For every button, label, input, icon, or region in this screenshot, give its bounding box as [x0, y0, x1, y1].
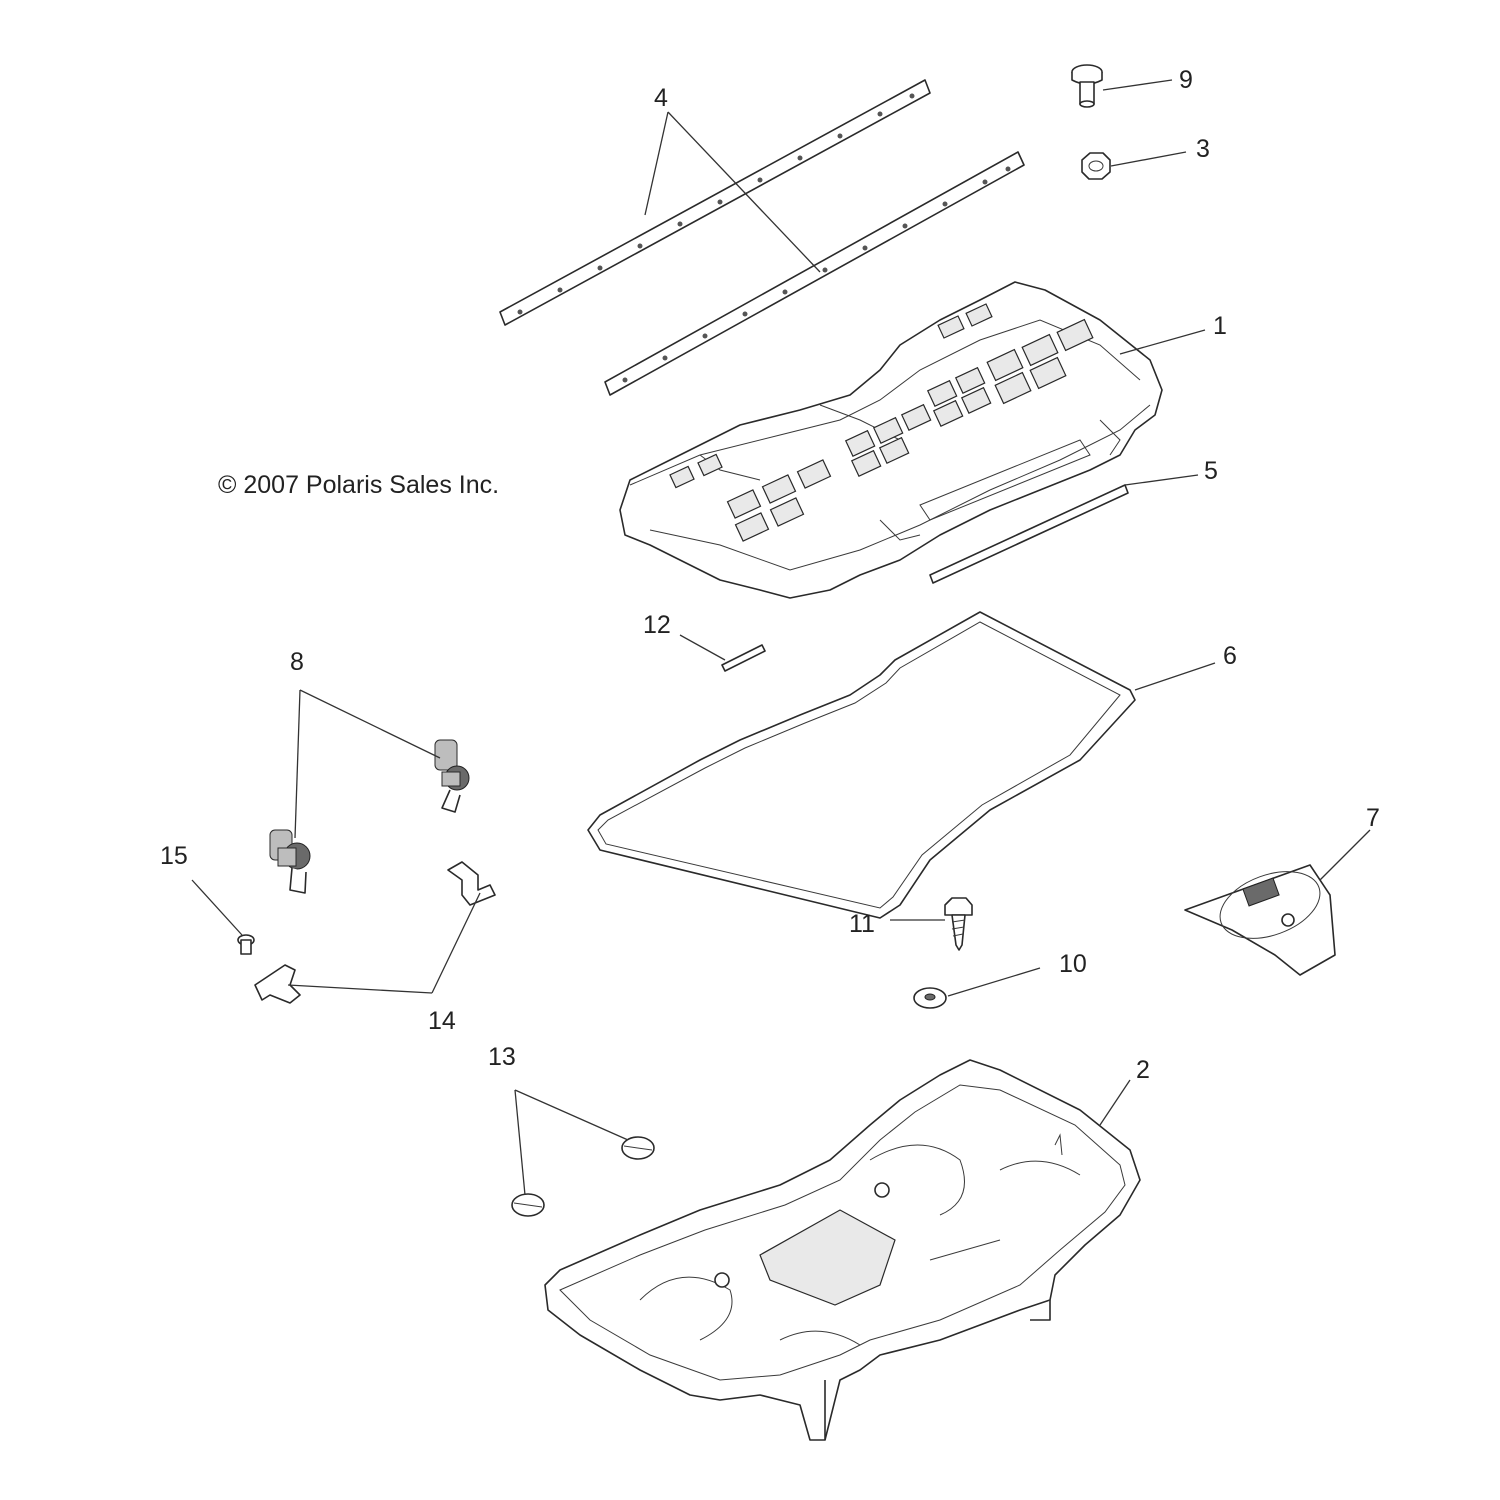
leader-3	[1110, 151, 1187, 167]
callout-6: 6	[1223, 642, 1237, 670]
leader-8a	[294, 689, 301, 839]
copyright-text: © 2007 Polaris Sales Inc.	[218, 471, 499, 499]
part-12-pin	[721, 644, 766, 672]
leader-1	[1119, 329, 1206, 355]
leader-6	[1134, 662, 1216, 691]
callout-7: 7	[1366, 804, 1380, 832]
leader-13b	[514, 1089, 629, 1141]
latch-lower	[269, 829, 311, 894]
part-4-rail-strips	[499, 79, 1025, 396]
callout-10: 10	[1059, 950, 1087, 978]
callout-11: 11	[849, 910, 875, 938]
part-15-fastener	[237, 934, 255, 955]
part-10-washer	[913, 987, 947, 1009]
leader-lines	[191, 79, 1371, 1196]
part-11-screw	[944, 897, 973, 951]
leader-4b	[667, 111, 821, 273]
leader-2	[1099, 1079, 1131, 1126]
part-5-seal-strip	[929, 484, 1129, 584]
part-2-storage-tub	[544, 1059, 1141, 1441]
part-9-bolt	[1071, 64, 1103, 108]
part-14-clips	[254, 861, 496, 1004]
callout-8: 8	[290, 648, 304, 676]
callout-14: 14	[428, 1007, 456, 1035]
part-6-gasket	[587, 611, 1136, 919]
leader-8b	[299, 689, 441, 759]
part-7-access-cover	[1184, 864, 1336, 976]
callout-13: 13	[488, 1043, 516, 1071]
callout-labels: 1 2 3 4 5 6 7 8 9 10 11 12 13 14 15	[160, 66, 1380, 1084]
part-3-nut	[1081, 152, 1111, 180]
callout-15: 15	[160, 842, 188, 870]
leader-15	[191, 879, 243, 936]
callout-9: 9	[1179, 66, 1193, 94]
rail-holes	[517, 93, 1011, 383]
callout-3: 3	[1196, 135, 1210, 163]
leader-12	[679, 634, 726, 661]
leader-10	[947, 967, 1041, 997]
callout-4: 4	[654, 84, 668, 112]
leader-7	[1319, 829, 1371, 881]
callout-5: 5	[1204, 457, 1218, 485]
leader-13a	[514, 1089, 526, 1196]
callout-12: 12	[643, 611, 671, 639]
part-13-plugs	[511, 1136, 655, 1217]
leader-5	[1124, 474, 1199, 486]
leader-9	[1102, 79, 1173, 91]
callout-2: 2	[1136, 1056, 1150, 1084]
part-1-cover	[619, 281, 1163, 599]
part-8-latches	[269, 739, 470, 894]
callout-1: 1	[1213, 312, 1227, 340]
leader-14b	[287, 984, 433, 994]
leader-4a	[644, 111, 669, 216]
leader-14a	[431, 892, 481, 994]
latch-upper	[434, 739, 470, 813]
